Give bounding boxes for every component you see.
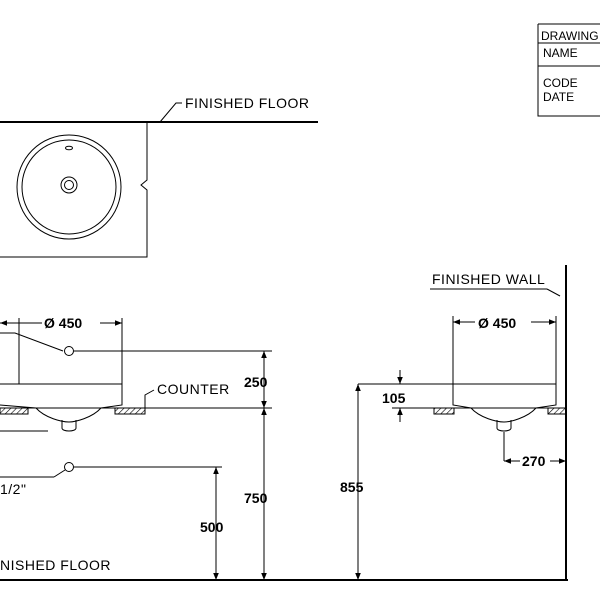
plan-view: FINISHED FLOOR [0, 95, 318, 258]
dimension-diameter-right: Ø 450 [478, 315, 516, 331]
title-block: DRAWING NAME CODE DATE [537, 23, 600, 117]
counter-label: COUNTER [157, 381, 230, 397]
basin-outer-circle [16, 134, 122, 240]
dimension-500: 500 [200, 519, 224, 535]
basin-drain-front [61, 420, 77, 432]
finished-wall-label: FINISHED WALL [432, 271, 545, 287]
supply-point-lower [64, 462, 74, 472]
title-block-drawing-label: DRAWING [541, 29, 599, 43]
overflow-hole [65, 145, 73, 151]
finished-floor-label-bottom: NISHED FLOOR [0, 557, 111, 573]
drain-inner [64, 180, 74, 190]
counter-left-hatch-b [114, 407, 146, 415]
dimension-750: 750 [244, 490, 268, 506]
dimension-diameter-left: Ø 450 [44, 315, 82, 331]
basin-drain-side [496, 420, 512, 432]
supply-point-upper [64, 346, 74, 356]
counter-left-hatch-a [0, 407, 29, 415]
title-block-date-label: DATE [543, 90, 574, 104]
title-block-name-label: NAME [543, 46, 578, 60]
basin-inner-circle [21, 139, 117, 235]
front-elevation: Ø 450 COUNTER 1/2" NISHED FLOOR 250 750 [0, 315, 568, 581]
pipe-size-label: 1/2" [0, 481, 26, 497]
dimension-855: 855 [340, 479, 364, 495]
finished-floor-label-top: FINISHED FLOOR [185, 95, 309, 111]
basin-profile-front [0, 383, 123, 423]
title-block-code-label: CODE [543, 76, 578, 90]
counter-right-hatch-b [547, 407, 567, 415]
dimension-250: 250 [244, 374, 268, 390]
counter-right-hatch-a [433, 407, 455, 415]
basin-profile-side [452, 383, 557, 423]
counter-outline-plan [0, 121, 148, 258]
drain-outer [60, 176, 78, 194]
side-elevation: FINISHED WALL Ø 450 105 855 270 [340, 265, 567, 580]
dimension-105: 105 [382, 390, 406, 406]
dimension-270: 270 [522, 453, 546, 469]
